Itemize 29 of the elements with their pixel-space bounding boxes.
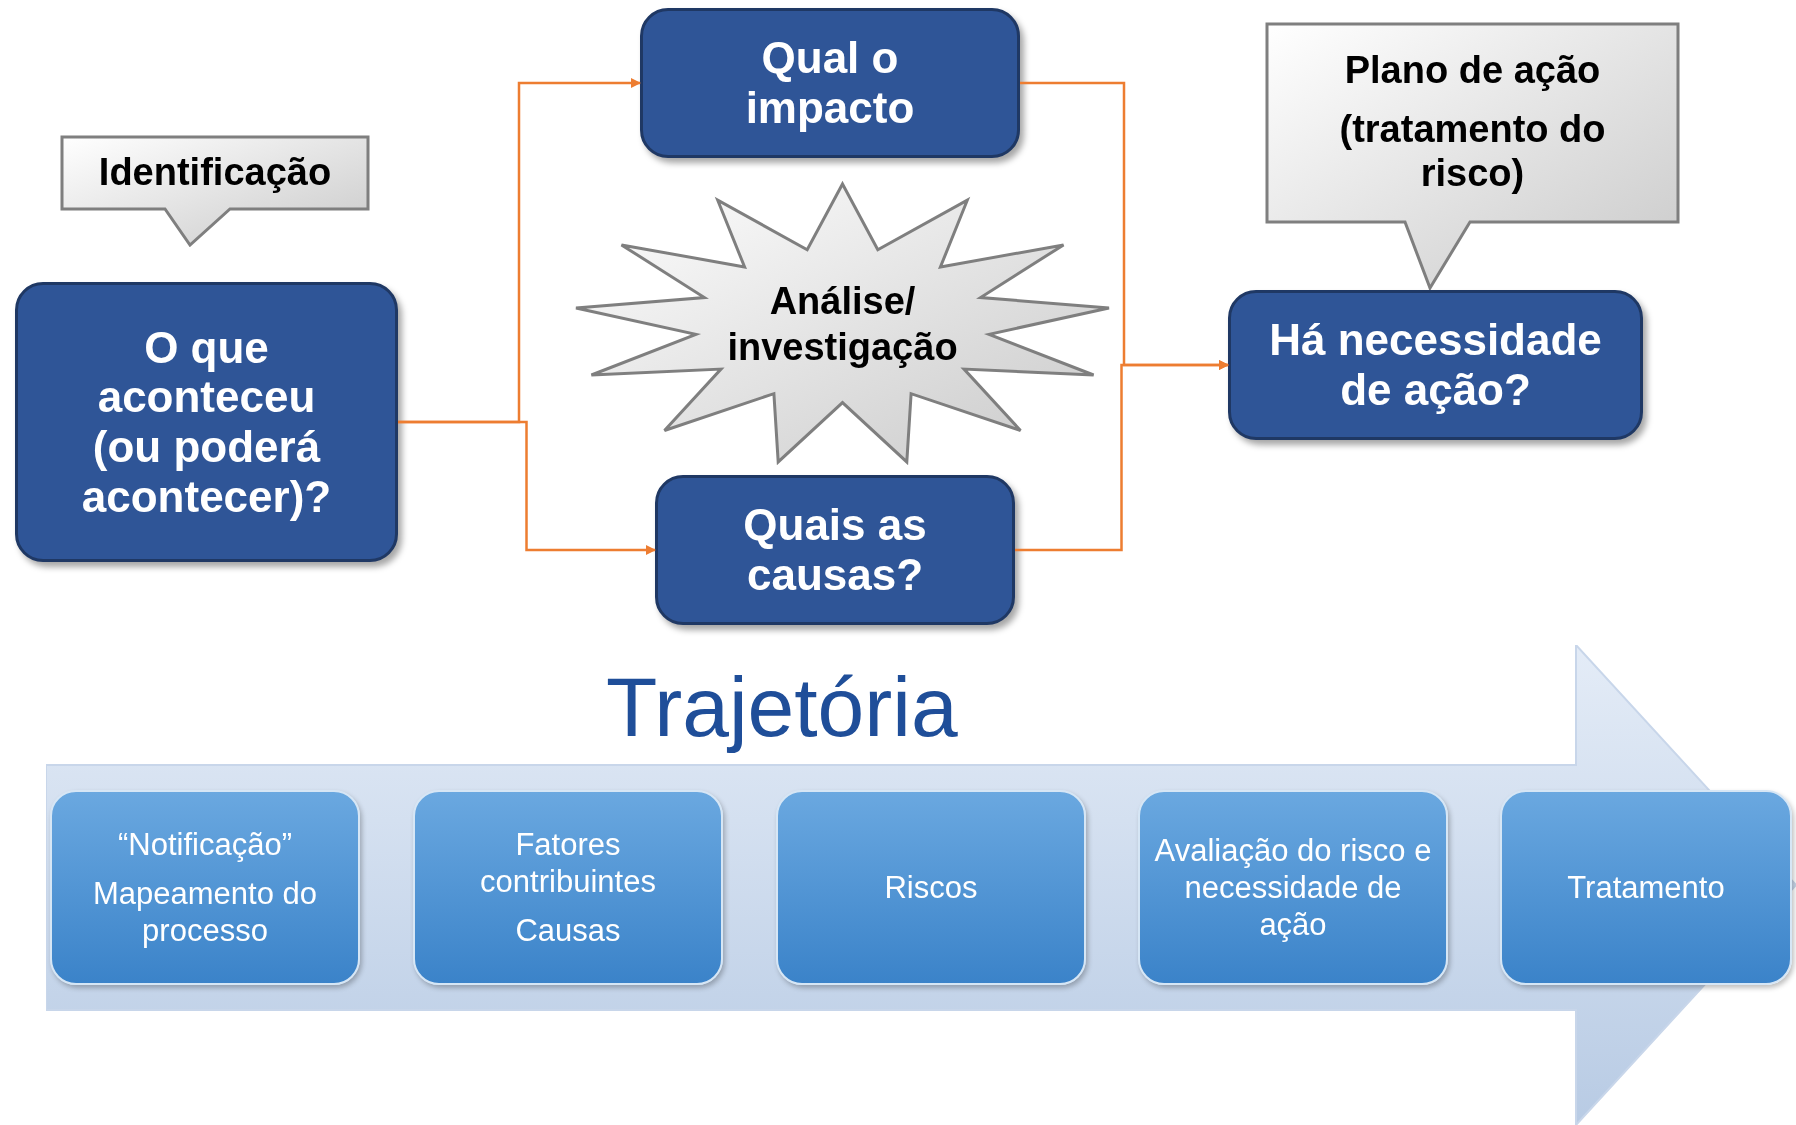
step-box	[50, 790, 360, 985]
arrow-band	[46, 645, 1796, 1125]
step-label: Causas	[515, 912, 621, 950]
step-label: Avaliação do risco e necessidade de ação	[1154, 831, 1432, 944]
burst-text: Análise/ investigação	[726, 279, 959, 370]
callout-text: (tratamento do risco)	[1338, 106, 1607, 197]
step-label: Riscos	[884, 868, 978, 907]
step-label: Fatores contribuintes	[479, 825, 657, 901]
step-box	[776, 790, 1086, 985]
step-box	[413, 790, 723, 985]
process-box	[655, 475, 1015, 625]
step-box	[1138, 790, 1448, 985]
speech-bubble	[1265, 22, 1680, 290]
decision-box	[1228, 290, 1643, 440]
box-label: Há necessidade de ação?	[1268, 315, 1603, 415]
callout-text: Plano de ação	[1344, 47, 1601, 93]
arrow	[1015, 360, 1229, 552]
speech-bubble	[60, 135, 370, 247]
callout-text: Identificação	[98, 149, 332, 195]
box-label: O que aconteceu (ou poderá acontecer)?	[80, 322, 333, 522]
process-box	[15, 282, 398, 562]
step-box	[1500, 790, 1792, 985]
step-label: Mapeamento do processo	[91, 874, 318, 950]
step-label: Tratamento	[1567, 868, 1725, 907]
process-box	[640, 8, 1020, 158]
box-label: Quais as causas?	[742, 500, 928, 600]
arrow	[398, 420, 656, 555]
box-label: Qual o impacto	[744, 33, 916, 133]
step-label: “Notificação”	[118, 825, 292, 863]
